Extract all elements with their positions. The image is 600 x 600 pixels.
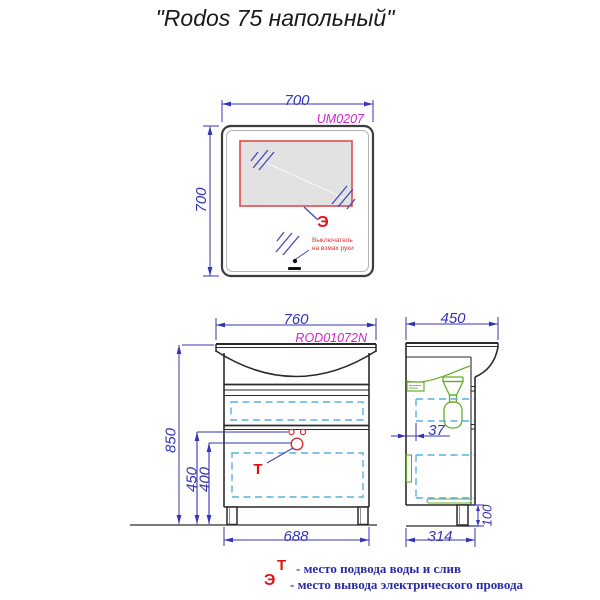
mirror-frame-inner <box>226 130 369 272</box>
mirror-width-dimension <box>221 100 374 122</box>
mirror-front-view <box>220 124 375 278</box>
legend-water-symbol: Т <box>277 557 287 574</box>
vanity-side-view <box>405 342 499 527</box>
cabinet-leg <box>226 506 238 526</box>
mirror-shine-icon <box>250 149 275 171</box>
legend-row-water: Т <box>277 557 286 575</box>
electric-leader-line <box>303 206 319 221</box>
water-point-icon <box>288 428 295 436</box>
mirror-electric-symbol: Э <box>317 214 329 231</box>
mirror-led-zone <box>239 140 353 207</box>
side-depth-label: 450 <box>440 310 466 327</box>
plumbing-group <box>405 365 472 504</box>
mirror-height-label: 700 <box>193 187 210 213</box>
mirror-height-dimension <box>203 125 219 277</box>
front-water-symbol: Т <box>253 461 263 478</box>
water-point-icon <box>299 428 307 436</box>
back-gap-label: 37 <box>428 422 445 439</box>
base-width-dimension <box>223 527 370 546</box>
mirror-model-label: UM0207 <box>316 112 364 126</box>
switch-note-line1: Выключатель <box>312 237 353 244</box>
legend-row-electric: Э <box>264 572 275 590</box>
plinth-strip <box>426 498 472 504</box>
front-model-label: ROD01072N <box>295 331 367 345</box>
front-width-dimension <box>215 318 377 340</box>
drawer-outline <box>230 401 364 421</box>
cabinet-leg-side <box>456 504 469 526</box>
side-depth-dimension <box>405 317 499 340</box>
vanity-front-view <box>130 343 377 526</box>
motion-sensor-icon <box>288 258 301 270</box>
mirror-shine-icon <box>275 231 300 256</box>
legend-electric-symbol: Э <box>264 572 276 589</box>
front-height-label: 850 <box>162 427 180 454</box>
basin-underside-line <box>405 365 471 383</box>
drawer-outline <box>231 452 364 498</box>
leg-height-dimension <box>470 504 484 527</box>
switch-leader-line <box>295 249 310 260</box>
sink-lip-curve <box>474 346 499 378</box>
water-level-dimension <box>194 431 288 524</box>
drawer-outlines-front <box>230 401 364 498</box>
sink-curve <box>215 350 377 378</box>
drain-level-label: 400 <box>196 466 214 493</box>
drawer-outlines-side <box>415 398 474 499</box>
water-leader-line <box>266 447 294 464</box>
switch-note-line2: на взмах руки <box>312 244 354 252</box>
water-connection-points <box>266 428 307 464</box>
drain-point-icon <box>290 437 304 451</box>
legend-electric-text: - место вывода электрического провода <box>290 577 524 592</box>
back-gap-dimension <box>391 423 450 441</box>
cabinet-leg <box>357 506 369 526</box>
overflow-valve-icon <box>406 381 425 392</box>
mirror-glare-line <box>259 159 345 199</box>
base-width-label: 688 <box>283 528 309 545</box>
front-height-dimension <box>176 344 214 524</box>
hinge-plate <box>405 454 413 483</box>
switch-note: Выключатель на взмах руки <box>312 237 354 252</box>
legend-water-text: - место подвода воды и слив <box>296 561 462 576</box>
base-depth-dimension <box>405 528 476 547</box>
page-title: "Rodos 75 напольный" <box>155 5 395 31</box>
drain-level-dimension <box>206 442 291 524</box>
base-depth-label: 314 <box>427 528 453 545</box>
mirror-width-label: 700 <box>284 92 310 109</box>
leg-height-label: 100 <box>479 504 495 527</box>
mirror-shine-icon <box>331 185 356 210</box>
front-width-label: 760 <box>283 311 309 328</box>
